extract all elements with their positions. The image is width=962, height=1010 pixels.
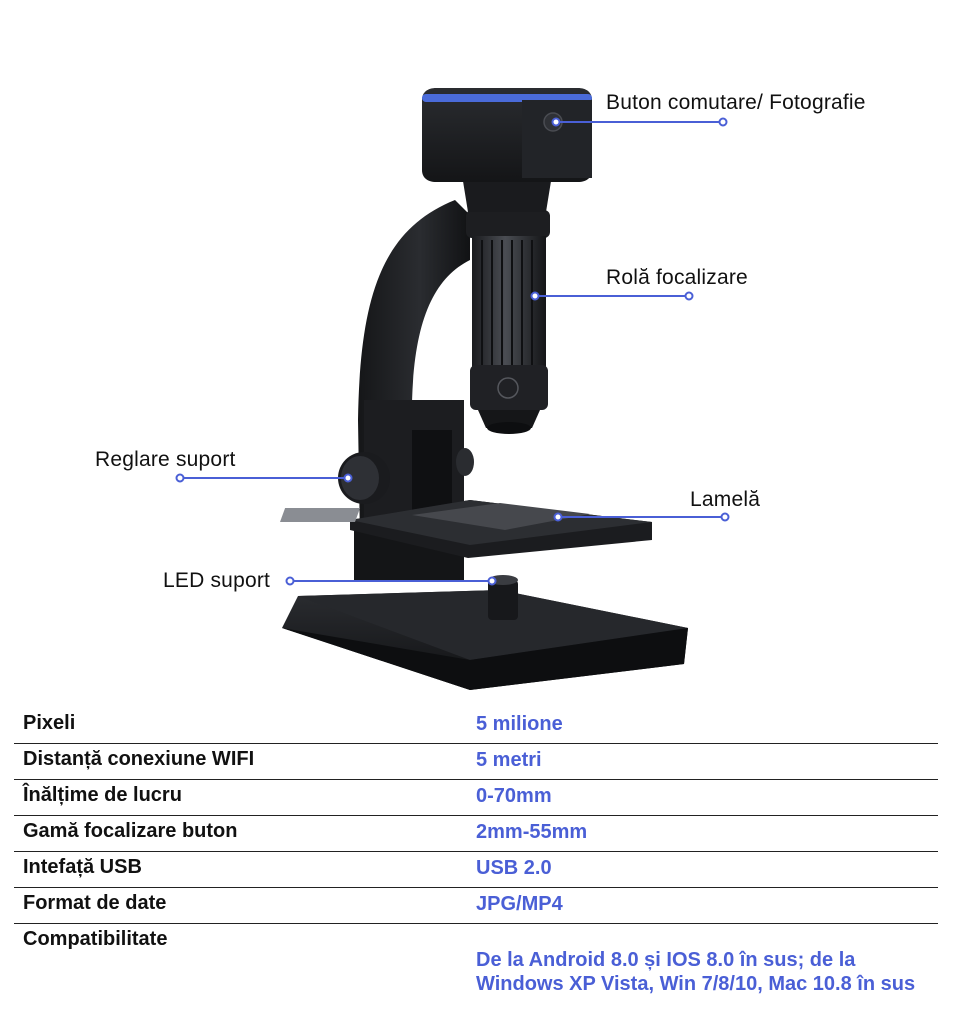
stand-adjust-knob — [338, 448, 474, 504]
spec-label: Compatibilitate — [23, 928, 168, 950]
callout-focus-wheel: Rolă focalizare — [606, 266, 748, 289]
callout-led-stand: LED suport — [163, 569, 271, 592]
callout-stand-adjust: Reglare suport — [95, 448, 236, 471]
spec-label: Format de date — [23, 892, 167, 914]
camera-head — [422, 88, 592, 182]
spec-label: Gamă focalizare buton — [23, 820, 238, 842]
spec-row-wifi-distance: Distanță conexiune WIFI 5 metri — [14, 744, 938, 780]
base-plate — [282, 590, 688, 690]
spec-row-compatibility: Compatibilitate De la Android 8.0 și IOS… — [14, 924, 938, 1010]
spec-value: 0-70mm — [476, 785, 552, 807]
spec-row-pixels: Pixeli 5 milione — [14, 708, 938, 744]
product-figure: Buton comutare/ Fotografie Rolă focaliza… — [95, 88, 866, 690]
callout-switch-button: Buton comutare/ Fotografie — [606, 91, 866, 114]
spec-label: Distanță conexiune WIFI — [23, 748, 255, 770]
spec-row-focus-range: Gamă focalizare buton 2mm-55mm — [14, 816, 938, 852]
focus-tube — [462, 175, 552, 434]
spec-value: JPG/MP4 — [476, 893, 563, 915]
spec-label: Intefață USB — [23, 856, 142, 878]
spec-value: 5 metri — [476, 749, 542, 771]
spec-value: De la Android 8.0 și IOS 8.0 în sus; de … — [476, 949, 916, 995]
spec-row-data-format: Format de date JPG/MP4 — [14, 888, 938, 924]
spec-table: Pixeli 5 milione Distanță conexiune WIFI… — [14, 708, 938, 1010]
callout-slide: Lamelă — [690, 488, 761, 511]
spec-row-usb: Intefață USB USB 2.0 — [14, 852, 938, 888]
stage — [280, 500, 652, 558]
spec-value: 5 milione — [476, 713, 563, 735]
spec-row-working-height: Înălțime de lucru 0-70mm — [14, 780, 938, 816]
spec-value: 2mm-55mm — [476, 821, 588, 843]
spec-label: Înălțime de lucru — [23, 784, 182, 806]
microscope-illustration — [175, 88, 730, 690]
spec-label: Pixeli — [23, 712, 76, 734]
spec-value: USB 2.0 — [476, 857, 552, 879]
